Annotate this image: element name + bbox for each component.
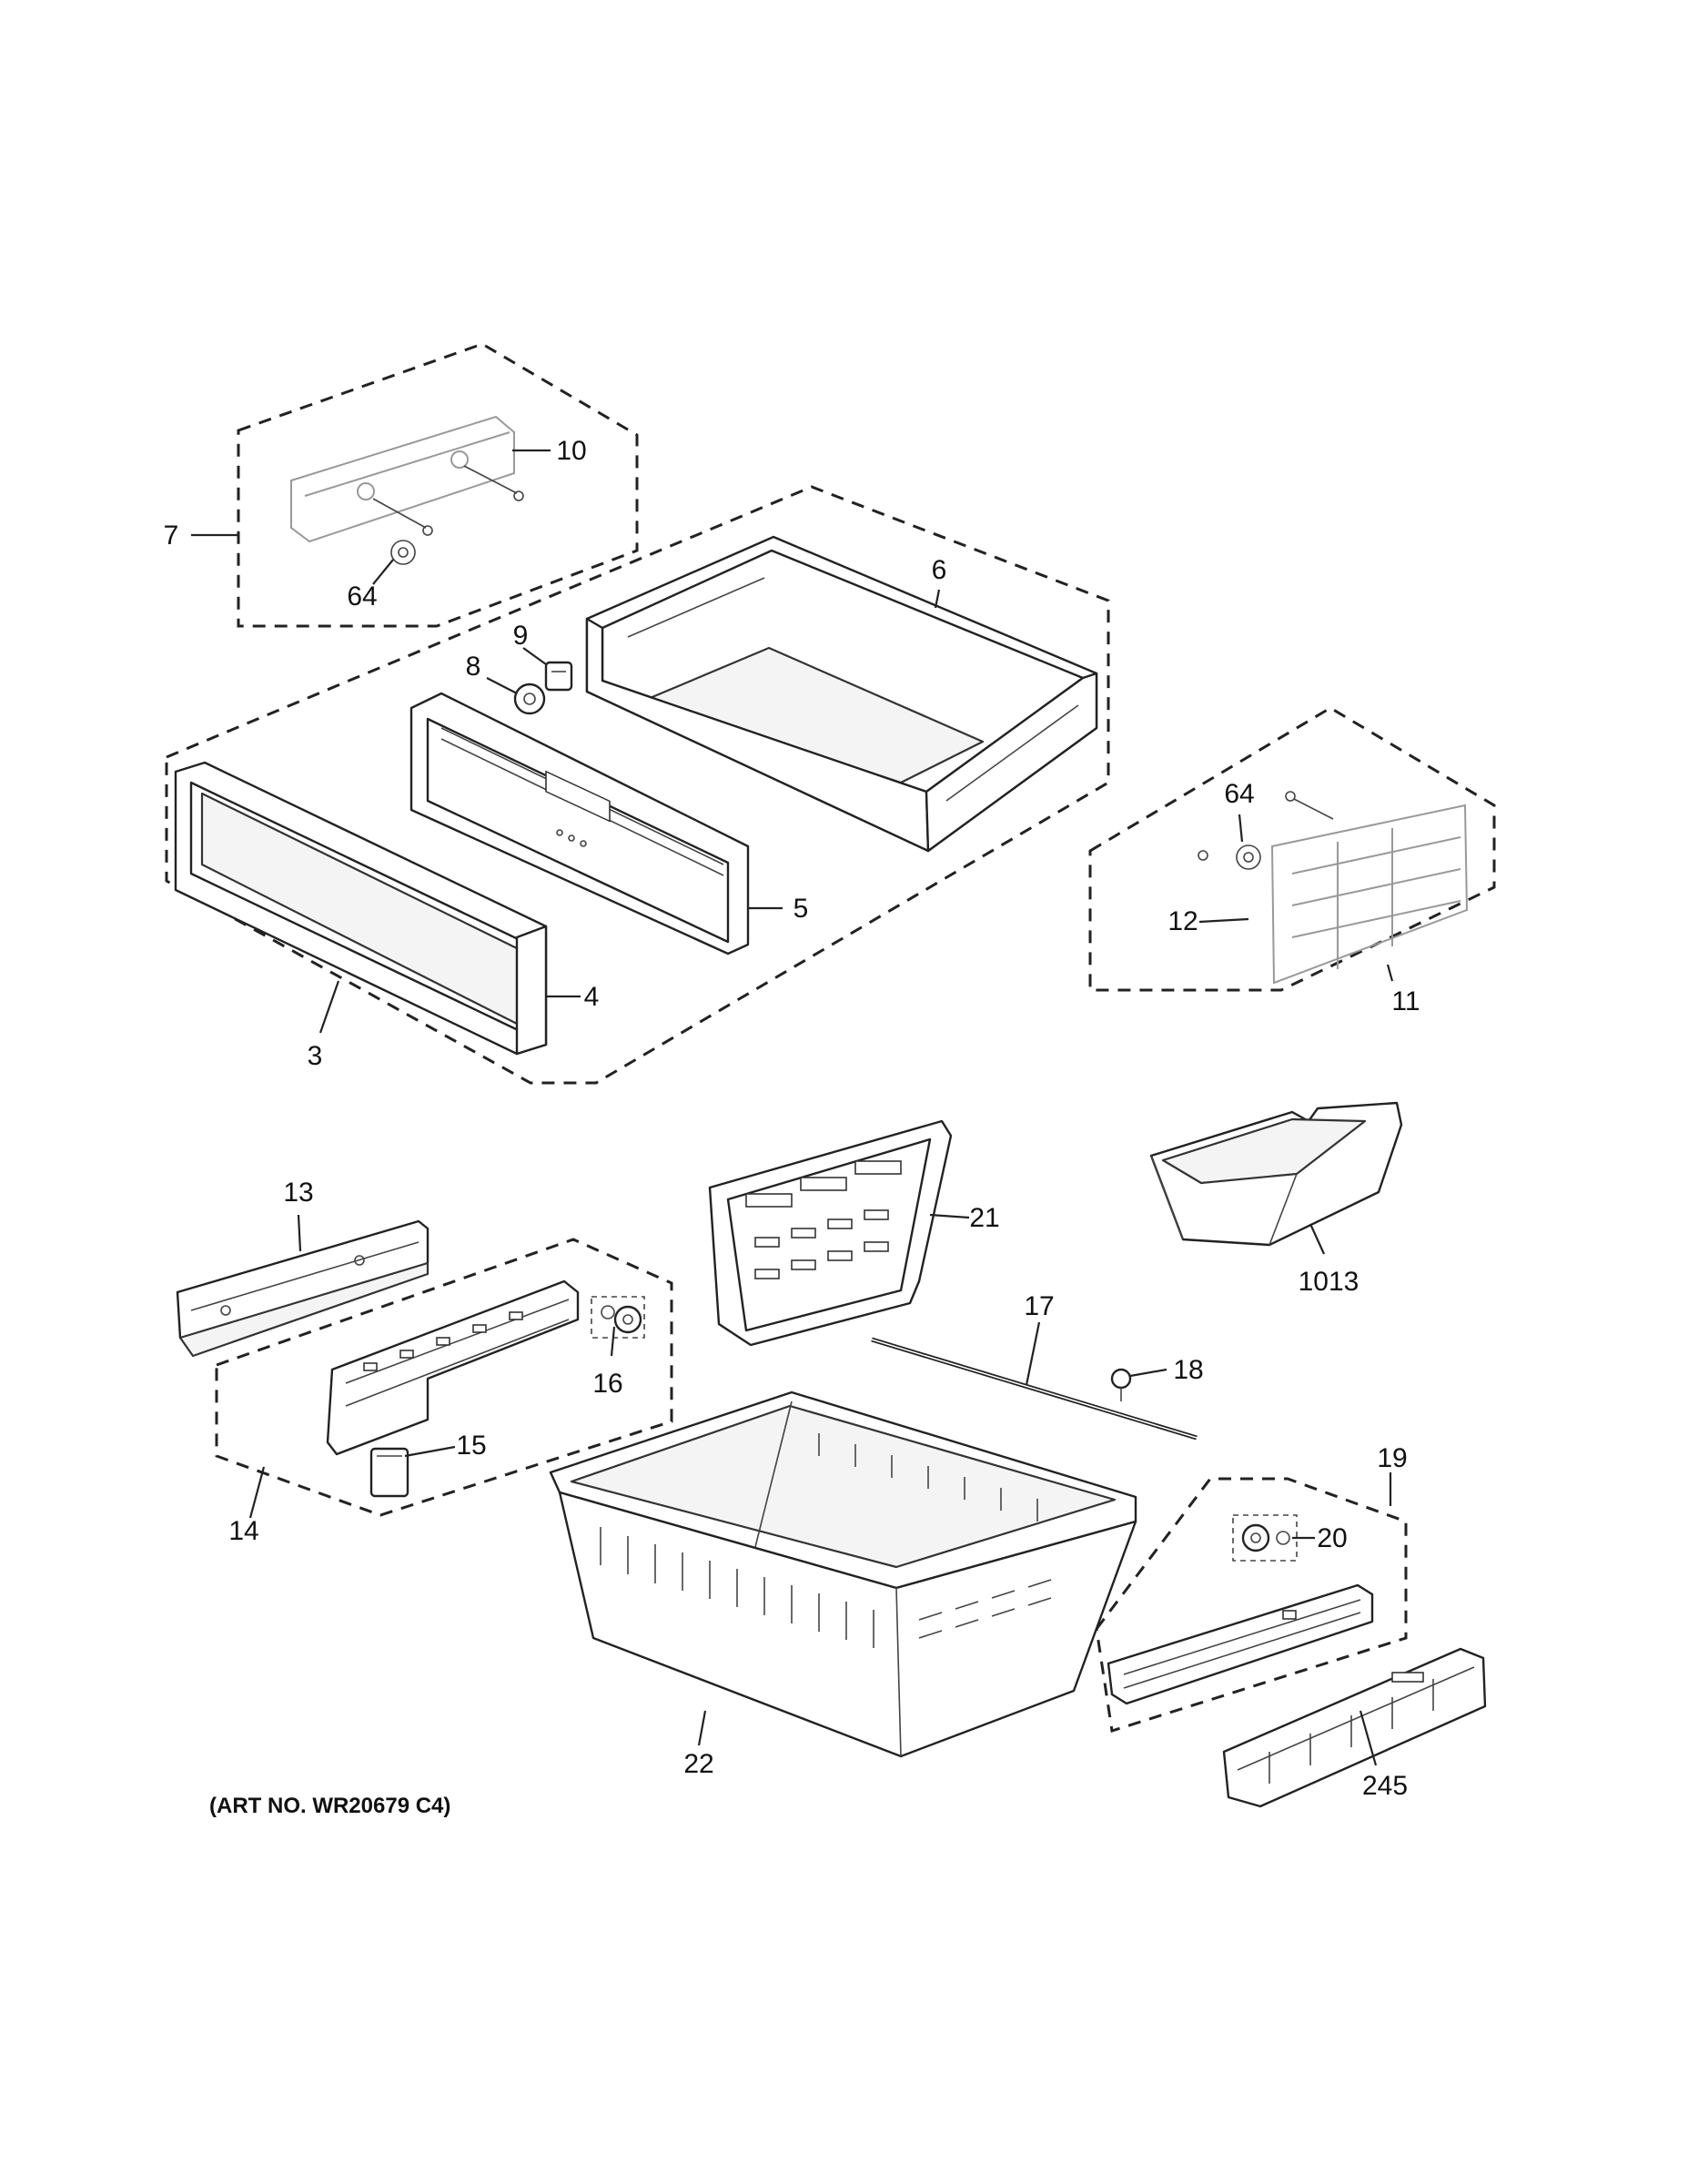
leader-17 [1025,1321,1041,1386]
callout-5: 5 [793,894,809,924]
part-19-slide [1107,1583,1374,1705]
part-245-rail [1222,1647,1487,1808]
part-12-grid [1270,804,1469,985]
part-20-gear [1232,1514,1298,1562]
callout-7: 7 [164,521,179,551]
group-3-boundary [165,485,1110,1085]
callout-8: 8 [466,652,481,682]
group-11-boundary [1088,706,1496,992]
callout-64a: 64 [347,581,377,612]
part-13-rail [176,1219,430,1358]
callout-11: 11 [1391,986,1420,1016]
callout-1013: 1013 [1299,1267,1359,1297]
leader-13 [297,1214,302,1252]
callout-6: 6 [932,555,947,585]
part-3-trim [174,761,548,1056]
callout-12: 12 [1167,906,1198,936]
part-16-gear [591,1296,645,1339]
leader-9 [522,647,547,665]
callout-4: 4 [584,982,600,1012]
callout-21: 21 [969,1203,999,1233]
screw-icon [1198,791,1334,861]
part-4-end-cap [515,925,548,1056]
part-1013-bin [1149,1101,1403,1247]
leader-18 [1129,1368,1167,1378]
part-22-basket [549,1390,1137,1758]
leader-8 [486,677,518,694]
part-18-fastener [1110,1368,1132,1401]
part-9-clip [544,661,573,692]
callout-3: 3 [308,1041,323,1071]
callout-14: 14 [228,1516,258,1546]
leader-6 [934,589,941,609]
callout-20: 20 [1317,1523,1347,1553]
leader-12 [1198,917,1249,924]
callout-9: 9 [513,621,529,651]
leader-21 [929,1213,970,1219]
leader-14 [248,1466,266,1519]
screw-icon [372,465,524,536]
leader-15 [404,1445,456,1458]
part-6-drawer [585,535,1098,853]
callout-13: 13 [283,1178,313,1208]
callout-22: 22 [683,1749,713,1779]
group-14-boundary [215,1238,673,1517]
callout-19: 19 [1377,1443,1407,1473]
part-10-bracket [290,415,515,543]
group-7-boundary [237,342,639,628]
leader-22 [697,1710,707,1746]
callout-10: 10 [556,436,586,466]
part-5-frame [409,692,750,956]
part-21-divider [708,1119,953,1347]
basket-vents [600,1433,1052,1648]
callout-16: 16 [592,1369,622,1399]
callout-64b: 64 [1224,779,1254,809]
callout-18: 18 [1173,1355,1203,1385]
part-15-block [369,1447,409,1498]
leader-16 [610,1326,616,1357]
callout-17: 17 [1024,1291,1054,1321]
leader-1013 [1309,1223,1326,1255]
part-14-slide [326,1279,580,1456]
part-17-rod [871,1337,1198,1441]
group-19-boundary [1095,1477,1408,1733]
part-64-roller [390,540,416,565]
part-64-roller-right [1236,844,1261,870]
callout-245: 245 [1362,1771,1408,1801]
part-8-gear [513,682,546,715]
leader-245 [1359,1710,1378,1766]
leader-64b [1238,814,1244,843]
callout-15: 15 [456,1431,486,1461]
leader-3 [318,980,340,1034]
leader-64a [372,559,394,585]
art-number: (ART NO. WR20679 C4) [209,1794,450,1818]
leader-11 [1386,964,1394,982]
